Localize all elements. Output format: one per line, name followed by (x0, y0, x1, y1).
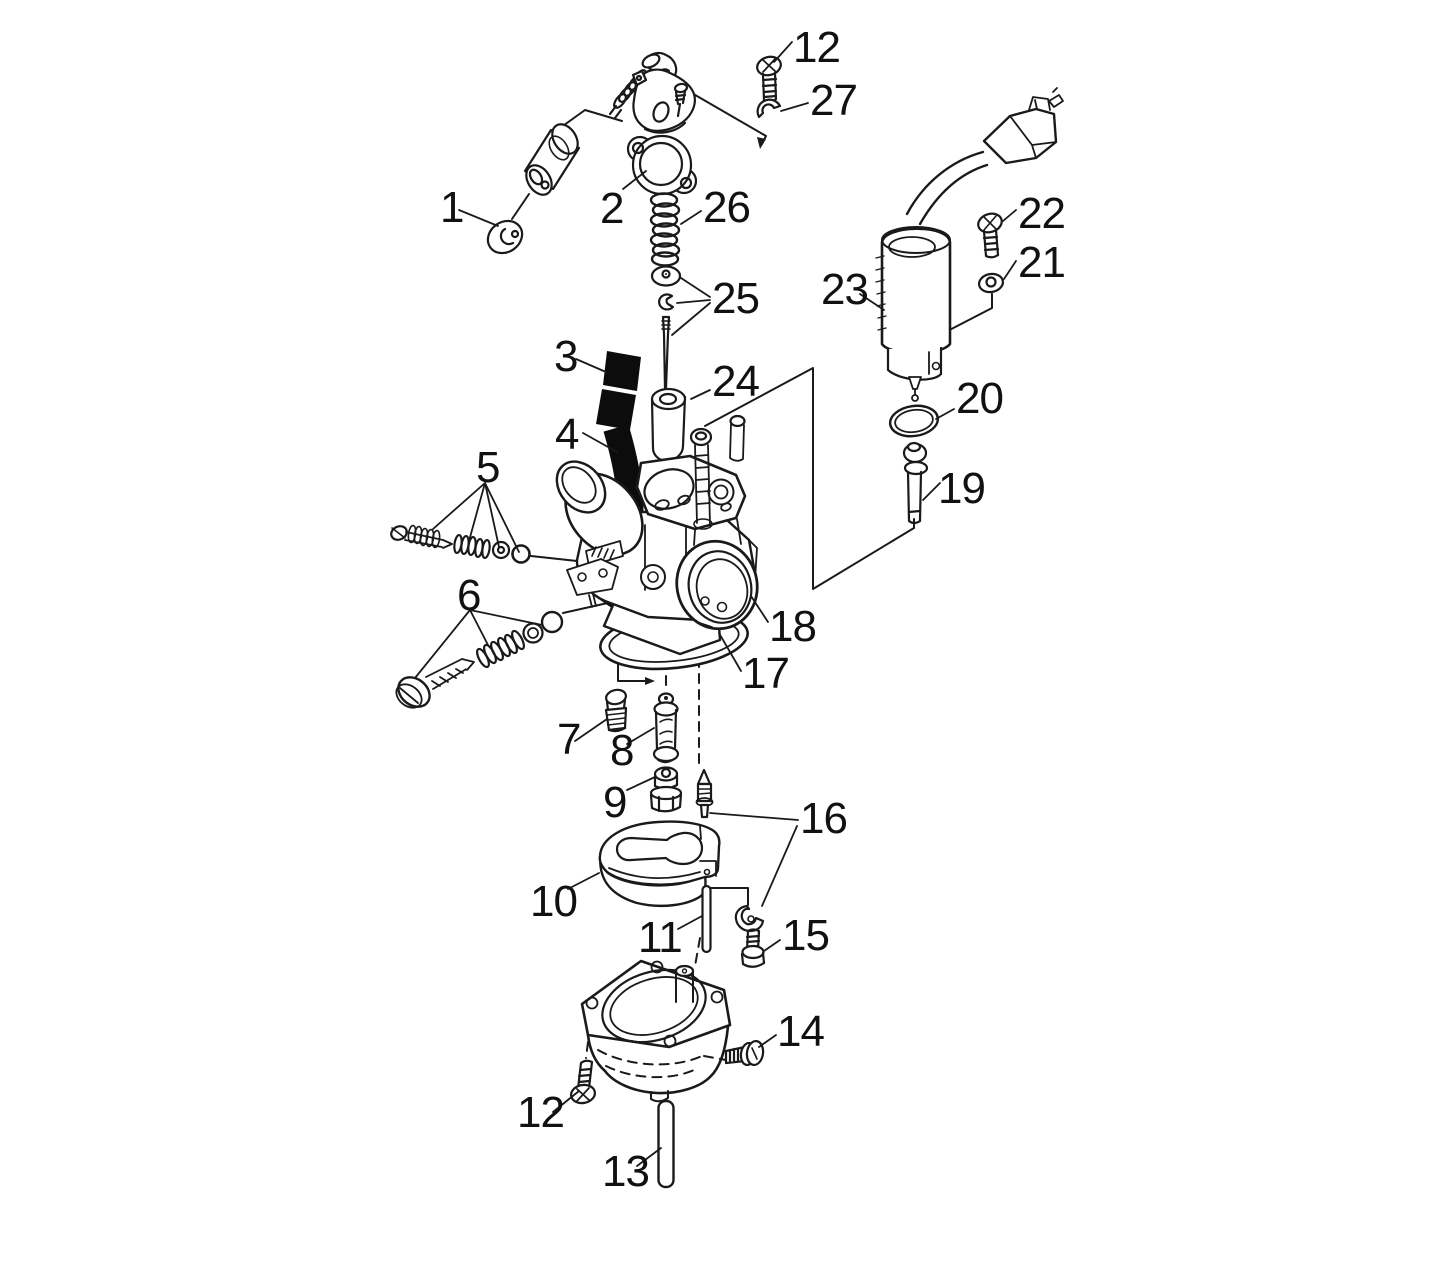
leader-5 (432, 482, 520, 553)
callout-14: 14 (777, 1007, 824, 1056)
callout-11: 11 (638, 913, 682, 962)
float-needle-valve-16 (695, 768, 714, 819)
leader-11 (677, 915, 703, 930)
main-jet-holder-8 (652, 692, 680, 764)
carburetor-body (555, 414, 759, 671)
washer-25 (650, 265, 682, 287)
callout-9: 9 (603, 778, 626, 827)
screw-15 (740, 928, 766, 968)
leader-4 (582, 432, 618, 453)
leader-6 (414, 609, 543, 679)
o-ring-20 (888, 404, 940, 438)
pilot-jet-7 (604, 688, 628, 733)
leader-12-top (773, 41, 793, 63)
callout-7: 7 (557, 715, 580, 764)
spring-26 (649, 192, 681, 267)
cap-nut-1 (486, 219, 524, 255)
leader-7 (574, 718, 608, 742)
leader-14 (758, 1034, 777, 1048)
leader-22 (1002, 209, 1017, 222)
leader-20 (935, 408, 955, 420)
callout-6: 6 (457, 571, 480, 620)
mounting-stud (689, 427, 713, 530)
callout-10: 10 (530, 877, 577, 926)
leader-17 (718, 632, 742, 672)
stud-2 (729, 414, 746, 462)
leader-27 (780, 102, 809, 112)
connector (982, 107, 1058, 165)
leader-lines (414, 41, 1017, 1167)
leader-19 (922, 482, 941, 501)
leader-26 (680, 210, 702, 225)
callout-16: 16 (800, 794, 847, 843)
callout-24: 24 (712, 357, 759, 406)
callout-5: 5 (476, 443, 499, 492)
leader-13 (636, 1147, 662, 1167)
callout-1: 1 (440, 183, 463, 232)
screw-12-bottom (569, 1059, 597, 1105)
callout-21: 21 (1018, 238, 1065, 287)
jet-needle-25 (661, 315, 671, 394)
leader-18 (750, 595, 769, 623)
callout-13: 13 (602, 1147, 649, 1196)
leader-8 (626, 727, 655, 745)
float-pin-11 (701, 884, 712, 954)
screw-14 (724, 1039, 765, 1067)
callout-3: 3 (554, 332, 577, 381)
pilot-screw-set-5 (390, 524, 531, 564)
screw-12-top (756, 55, 782, 103)
leader-12-bottom (552, 1090, 580, 1113)
leader-16 (709, 812, 799, 907)
needle-clip-16 (734, 904, 765, 933)
leader-2 (622, 170, 647, 190)
callout-8: 8 (610, 726, 633, 775)
e-clip-25 (658, 293, 675, 311)
stop-screw-set-6 (395, 610, 564, 709)
callout-27: 27 (810, 76, 857, 125)
callout-18: 18 (769, 602, 816, 651)
leader-15 (763, 939, 781, 952)
leader-3 (575, 358, 607, 373)
callout-17: 17 (742, 649, 789, 698)
callout-labels: 12 27 1 2 26 22 21 23 25 3 24 20 4 5 19 … (440, 23, 1066, 1196)
cable-boot-3 (596, 351, 641, 430)
slide-cylinder-24 (650, 387, 687, 463)
callout-2: 2 (600, 184, 623, 233)
leader-10 (567, 872, 600, 890)
callout-26: 26 (703, 183, 750, 232)
drain-tube-13 (657, 1099, 675, 1189)
float-bowl (580, 959, 732, 1103)
callout-15: 15 (782, 911, 829, 960)
callout-19: 19 (938, 464, 985, 513)
washer-21 (977, 272, 1005, 294)
float-10 (598, 820, 721, 908)
callout-20: 20 (956, 374, 1003, 423)
leader-21 (1003, 260, 1017, 280)
cable-adjuster (523, 123, 581, 196)
leader-9 (626, 776, 656, 791)
callout-4: 4 (555, 410, 579, 459)
throttle-cap-assembly (608, 51, 696, 134)
solenoid-23 (875, 87, 1064, 402)
leader-25 (671, 277, 711, 336)
leader-23 (859, 293, 885, 311)
screw-22 (977, 212, 1003, 259)
screw-19 (902, 441, 929, 525)
main-jet-9 (649, 766, 683, 813)
callout-12-bottom: 12 (517, 1088, 564, 1137)
callout-25: 25 (712, 274, 759, 323)
leader-1 (458, 209, 499, 227)
callout-22: 22 (1018, 189, 1065, 238)
air-bell-18 (675, 539, 759, 631)
callout-12-top: 12 (793, 23, 840, 72)
gasket-2 (626, 134, 698, 196)
e-clip-27 (756, 98, 782, 119)
leader-24 (690, 389, 711, 400)
callout-23: 23 (821, 265, 868, 314)
